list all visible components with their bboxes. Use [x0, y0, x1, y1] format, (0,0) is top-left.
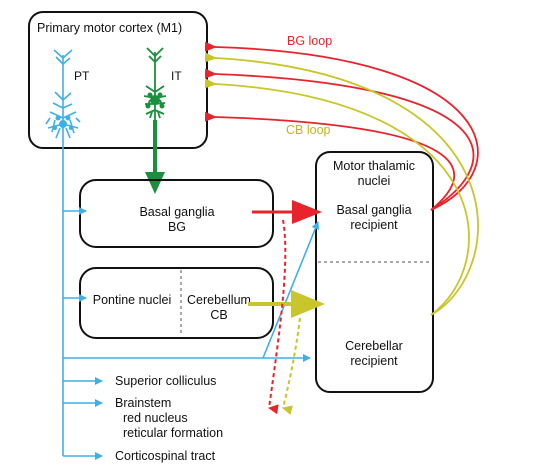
- it-to-bg-arrowhead: [145, 172, 165, 194]
- cb-to-thalamus-arrowhead: [291, 290, 325, 318]
- thalamus-bg-line1: Basal ganglia: [336, 203, 411, 217]
- superior-colliculus-label: Superior colliculus: [115, 374, 216, 388]
- thalamus-title-line2: nuclei: [358, 174, 391, 188]
- thalamus-cb-line1: Cerebellar: [345, 339, 403, 353]
- pontine-label: Pontine nuclei: [93, 293, 172, 307]
- thalamus-bg-line2: recipient: [350, 218, 398, 232]
- loop-arrows: [204, 41, 479, 316]
- cerebellum-line2: CB: [210, 308, 227, 322]
- bg-line1: Basal ganglia: [139, 205, 214, 219]
- brainstem-line1: Brainstem: [115, 396, 171, 410]
- cerebellum-line1: Cerebellum: [187, 293, 251, 307]
- it-label: IT: [171, 69, 182, 83]
- thalamus-title-line1: Motor thalamic: [333, 159, 415, 173]
- thalamus-box: [315, 151, 434, 393]
- cb-descending-dashed: [282, 317, 301, 416]
- brainstem-line3: reticular formation: [123, 426, 223, 440]
- brainstem-line2: red nucleus: [123, 411, 188, 425]
- bg-descending-dashed: [268, 219, 287, 415]
- thalamus-cb-line2: recipient: [350, 354, 398, 368]
- bg-line2: BG: [168, 220, 186, 234]
- cb-loop-label: CB loop: [286, 123, 331, 137]
- it-neuron: [143, 47, 167, 120]
- pt-projections: [62, 140, 320, 460]
- pt-label: PT: [74, 69, 90, 83]
- corticospinal-label: Corticospinal tract: [115, 449, 216, 463]
- bg-to-thalamus-arrowhead: [292, 200, 322, 224]
- bg-loop-label: BG loop: [287, 34, 332, 48]
- m1-title: Primary motor cortex (M1): [37, 21, 182, 35]
